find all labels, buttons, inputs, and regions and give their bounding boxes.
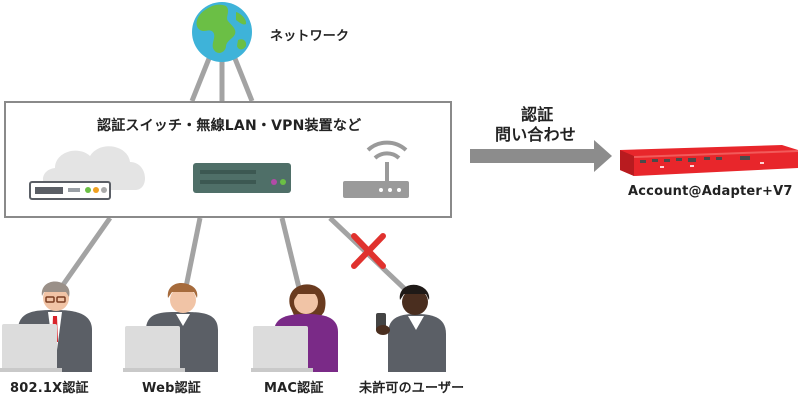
- user-label-8021x: 802.1X認証: [10, 381, 89, 396]
- network-links: [189, 55, 255, 102]
- wireless-router-icon: [343, 140, 409, 198]
- auth-request-line2: 問い合わせ: [495, 125, 577, 144]
- user-label-web: Web認証: [142, 381, 201, 396]
- rack-appliance-icon: [620, 145, 798, 176]
- user-label-unauthorized: 未許可のユーザー: [359, 381, 465, 396]
- user-label-mac: MAC認証: [264, 381, 324, 396]
- user-laptop-icon: [123, 282, 218, 372]
- red-x-icon: [351, 233, 386, 269]
- user-woman-laptop-icon: [251, 284, 338, 372]
- globe-icon: [192, 2, 252, 62]
- device-box-title: 認証スイッチ・無線LAN・VPN装置など: [97, 118, 362, 134]
- user-phone-icon: [376, 284, 446, 372]
- network-label: ネットワーク: [270, 29, 350, 44]
- auth-request-line1: 認証: [521, 105, 554, 124]
- arrow-right-icon: [470, 140, 612, 172]
- cloud-switch-icon: [29, 146, 146, 200]
- user-tie-laptop-icon: [0, 281, 92, 372]
- server-icon: [193, 163, 291, 193]
- appliance-label: Account@Adapter+V7: [628, 184, 793, 199]
